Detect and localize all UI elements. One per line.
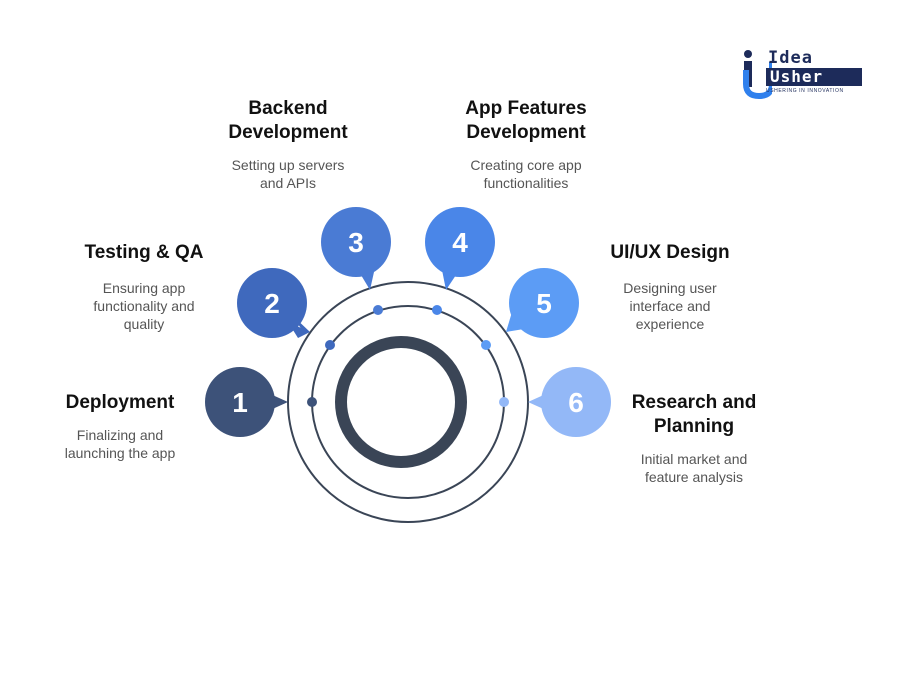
logo-u-icon [743, 50, 772, 100]
step4-dot [432, 305, 442, 315]
step1-number: 1 [232, 387, 248, 418]
logo-usher-text: Usher [766, 68, 862, 86]
logo-idea-text: Idea [768, 48, 813, 68]
step3-number: 3 [348, 227, 364, 258]
step1-dot [307, 397, 317, 407]
step6-number: 6 [568, 387, 584, 418]
step4-bubble: 4 [425, 207, 495, 290]
step6-desc-line1: Initial market and [640, 451, 748, 467]
outer-ring [287, 281, 529, 523]
step5-bubble: 5 [506, 268, 579, 338]
step6-title-line2: Planning [653, 416, 735, 437]
step5-dot [481, 340, 491, 350]
step2-title: Testing & QA [84, 242, 204, 263]
step4-desc-line1: Creating core app [470, 157, 582, 173]
step4-title: App Features [465, 98, 587, 119]
step6-desc-line2: feature analysis [644, 469, 744, 485]
step3-title: Backend [248, 98, 328, 119]
step3-bubble: 3 [321, 207, 391, 290]
step6-bubble: 6 [528, 367, 611, 437]
inner-ring [335, 336, 467, 468]
step3-desc-line1: Setting up servers [231, 157, 345, 173]
step2-dot [325, 340, 335, 350]
step3-title-line2: Development [228, 122, 348, 143]
step3-dot [373, 305, 383, 315]
step3-desc-line2: and APIs [259, 175, 317, 191]
step2-bubble: 2 [237, 268, 310, 338]
step6-dot [499, 397, 509, 407]
step5-desc-line1: Designing user [623, 280, 717, 296]
step5-desc-line2: interface and [629, 298, 711, 314]
step5-title: UI/UX Design [610, 242, 730, 263]
step1-desc-line1: Finalizing and [76, 427, 164, 443]
idea-usher-logo: Idea Usher USHERING IN INNOVATION [742, 48, 866, 100]
step1-desc-line2: launching the app [64, 445, 176, 461]
step4-title-line2: Development [466, 122, 586, 143]
step2-desc-line3: quality [123, 316, 165, 332]
step4-desc-line2: functionalities [483, 175, 569, 191]
logo-tagline: USHERING IN INNOVATION [766, 88, 844, 94]
step2-desc-line2: functionality and [93, 298, 195, 314]
step5-desc-line3: experience [635, 316, 705, 332]
step5-number: 5 [536, 288, 552, 319]
step4-number: 4 [452, 227, 468, 258]
step1-title: Deployment [65, 392, 175, 413]
step1-bubble: 1 [205, 367, 288, 437]
step2-number: 2 [264, 288, 280, 319]
step2-desc-line1: Ensuring app [102, 280, 186, 296]
step6-title: Research and [631, 392, 757, 413]
